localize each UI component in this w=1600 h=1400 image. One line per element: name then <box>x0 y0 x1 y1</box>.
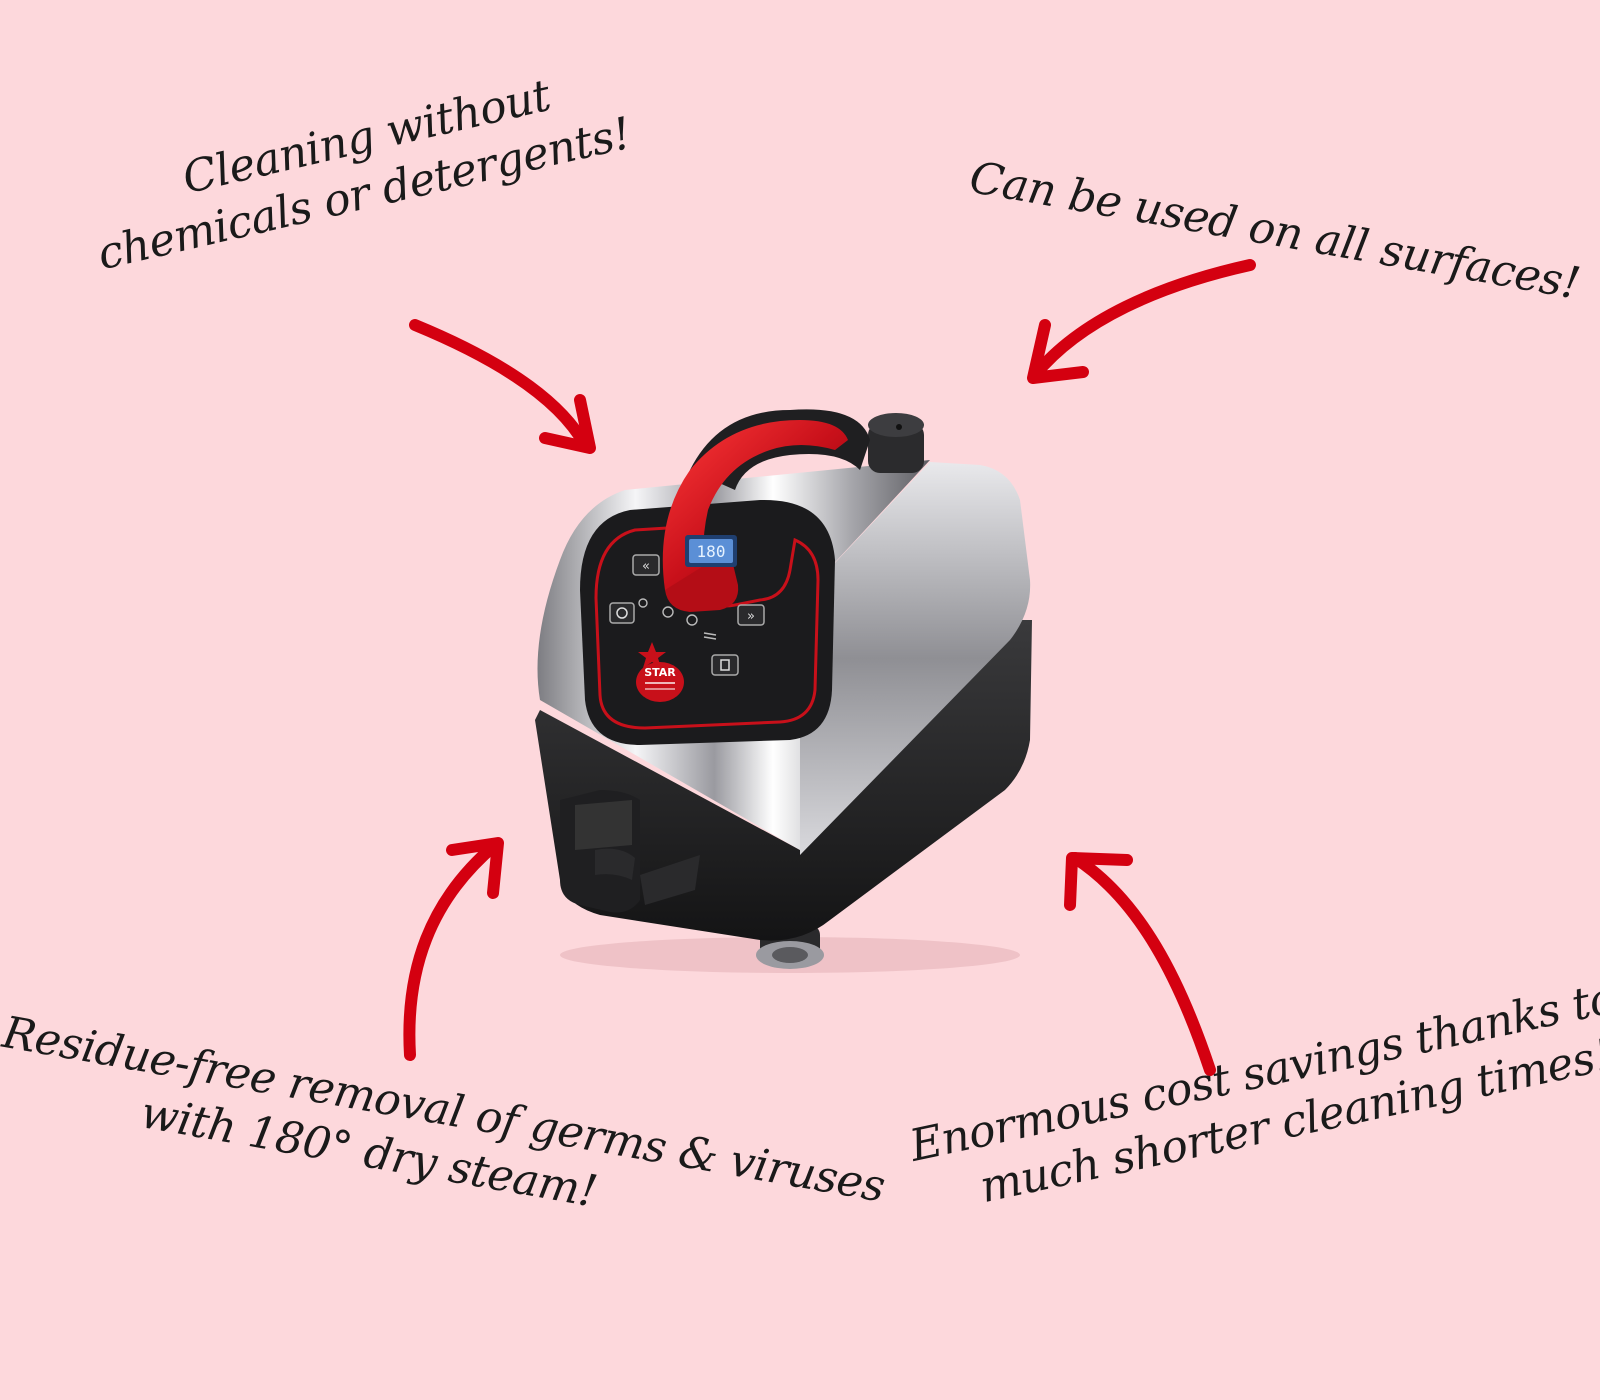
brand-badge-text: STAR <box>644 666 676 679</box>
brand-logo: STAR <box>636 642 684 702</box>
panel-button-menu[interactable] <box>711 654 739 676</box>
indicator-icons <box>638 598 717 640</box>
svg-text:»: » <box>747 609 755 624</box>
lcd-display: 180 <box>685 535 737 567</box>
hose-connector <box>560 790 700 913</box>
steam-cleaner: 180 « » <box>535 409 1032 973</box>
arrow-top-right <box>1027 259 1256 384</box>
panel-button-forward[interactable]: » <box>737 604 765 626</box>
arrow-bottom-left <box>403 837 504 1061</box>
svg-text:«: « <box>642 559 650 574</box>
arrow-top-left <box>409 319 596 454</box>
lcd-readout: 180 <box>697 542 726 561</box>
panel-button-power[interactable] <box>609 602 635 624</box>
panel-button-rewind[interactable]: « <box>632 554 660 576</box>
arrow-bottom-right <box>1064 852 1216 1076</box>
water-cap <box>868 413 924 473</box>
